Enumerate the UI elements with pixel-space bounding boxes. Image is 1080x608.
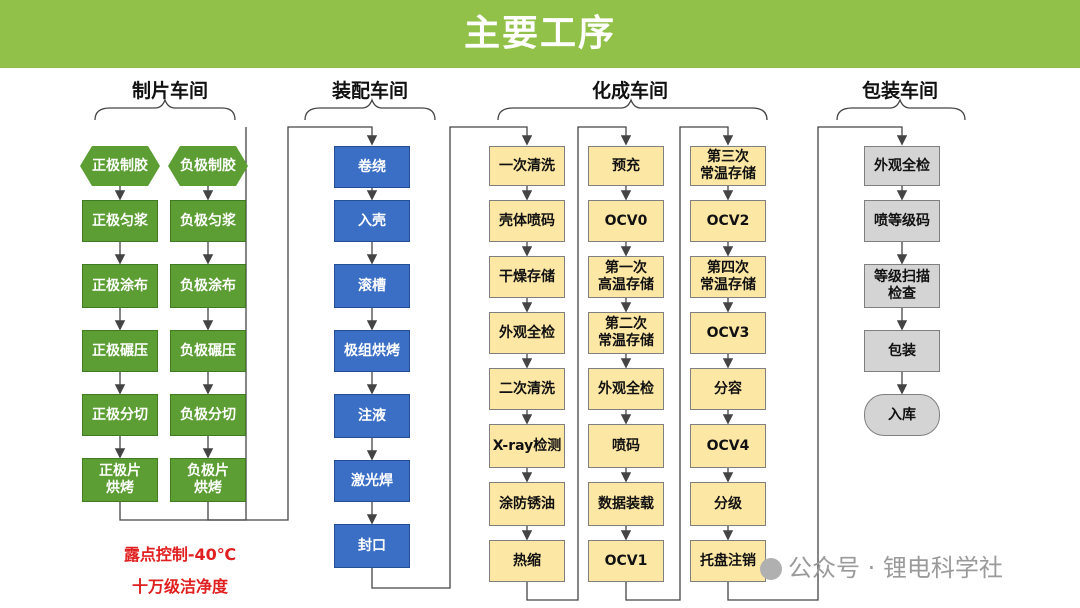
step-third-room-temp-storage: 第三次 常温存储 <box>690 146 766 186</box>
step-antirust-oil: 涂防锈油 <box>489 482 565 526</box>
step-case-coding: 壳体喷码 <box>489 200 565 242</box>
step-xray-inspection: X-ray检测 <box>489 424 565 468</box>
step-ocv3: OCV3 <box>690 312 766 354</box>
step-first-cleaning: 一次清洗 <box>489 146 565 186</box>
workshop-title-zhuangpei: 装配车间 <box>331 80 408 102</box>
step-precharge: 预充 <box>588 146 664 186</box>
brace-zhuangpei <box>304 98 436 121</box>
watermark-text: 公众号 · 锂电科学社 <box>788 554 1003 582</box>
brace-zhipian <box>94 98 236 121</box>
step-positive-binder: 正极制胶 <box>80 146 160 186</box>
step-data-loading: 数据装载 <box>588 482 664 526</box>
step-visual-inspection-1: 外观全检 <box>489 312 565 354</box>
workshop-title-zhipian: 制片车间 <box>131 80 208 102</box>
step-sorting: 分级 <box>690 482 766 526</box>
watermark: 公众号 · 锂电科学社 <box>760 548 1003 583</box>
step-negative-slitting: 负极分切 <box>170 394 246 436</box>
step-visual-inspection-2: 外观全检 <box>588 368 664 410</box>
step-warehousing: 入库 <box>864 394 940 436</box>
brace-baozhuang <box>836 98 966 121</box>
step-fourth-room-temp-storage: 第四次 常温存储 <box>690 256 766 298</box>
step-laser-welding: 激光焊 <box>334 460 410 502</box>
step-electrolyte-filling: 注液 <box>334 394 410 438</box>
step-packing: 包装 <box>864 330 940 372</box>
step-capacity-grading: 分容 <box>690 368 766 410</box>
step-positive-slitting: 正极分切 <box>82 394 158 436</box>
step-positive-slurry: 正极匀浆 <box>82 200 158 242</box>
step-second-cleaning: 二次清洗 <box>489 368 565 410</box>
step-sealing: 封口 <box>334 524 410 568</box>
step-grooving: 滚槽 <box>334 264 410 308</box>
step-positive-coating: 正极涂布 <box>82 264 158 308</box>
step-winding: 卷绕 <box>334 146 410 188</box>
step-negative-coating: 负极涂布 <box>170 264 246 308</box>
step-casing: 入壳 <box>334 200 410 242</box>
step-negative-binder: 负极制胶 <box>168 146 248 186</box>
step-ocv4: OCV4 <box>690 424 766 468</box>
note-dew-point: 露点控制-40℃ <box>123 545 237 564</box>
brace-huacheng <box>497 98 768 121</box>
step-ocv1: OCV1 <box>588 540 664 582</box>
title-banner <box>0 0 1080 68</box>
step-final-visual-inspection: 外观全检 <box>864 146 940 186</box>
step-tray-deregistration: 托盘注销 <box>690 540 766 582</box>
step-cell-baking: 极组烘烤 <box>334 330 410 372</box>
step-ocv0: OCV0 <box>588 200 664 242</box>
page-title: 主要工序 <box>463 13 616 54</box>
step-heat-shrink: 热缩 <box>489 540 565 582</box>
step-positive-rolling: 正极碾压 <box>82 330 158 372</box>
step-grade-scan-check: 等级扫描 检查 <box>864 264 940 308</box>
step-first-high-temp-storage: 第一次 高温存储 <box>588 256 664 298</box>
step-ocv2: OCV2 <box>690 200 766 242</box>
step-coding: 喷码 <box>588 424 664 468</box>
step-grade-coding: 喷等级码 <box>864 200 940 242</box>
workshop-title-huacheng: 化成车间 <box>591 80 668 102</box>
step-negative-rolling: 负极碾压 <box>170 330 246 372</box>
wechat-icon <box>760 558 782 580</box>
workshop-title-baozhuang: 包装车间 <box>861 80 938 102</box>
note-cleanliness: 十万级洁净度 <box>131 577 228 596</box>
step-drying-storage: 干燥存储 <box>489 256 565 298</box>
step-positive-baking: 正极片 烘烤 <box>82 458 158 502</box>
step-negative-slurry: 负极匀浆 <box>170 200 246 242</box>
step-second-room-temp-storage: 第二次 常温存储 <box>588 312 664 354</box>
step-negative-baking: 负极片 烘烤 <box>170 458 246 502</box>
